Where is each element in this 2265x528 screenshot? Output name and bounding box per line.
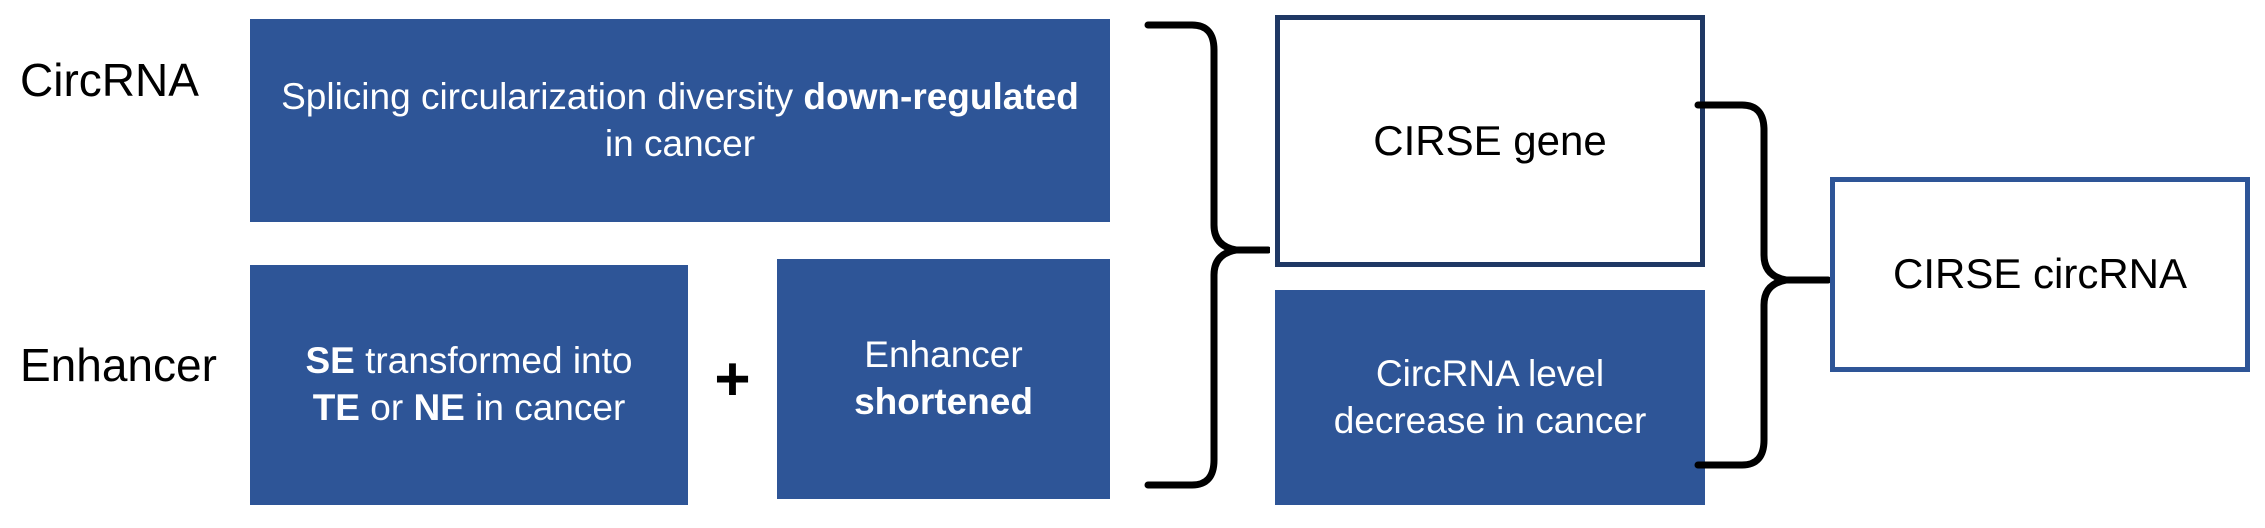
- box-circrna-level-text: CircRNA level decrease in cancer: [1308, 351, 1673, 444]
- right-curly-brace-icon: [1694, 101, 1830, 469]
- se-plain-2: in cancer: [464, 387, 626, 428]
- enh-line2: shortened: [854, 381, 1033, 422]
- box-circrna-level-decrease: CircRNA level decrease in cancer: [1275, 290, 1705, 505]
- box-cirse-gene-text: CIRSE gene: [1373, 116, 1607, 164]
- circlevel-line1: CircRNA level: [1375, 352, 1605, 394]
- box-enhancer-shortened-text: Enhancer shortened: [828, 332, 1059, 425]
- splicing-text-plain-1: Splicing circularization diversity: [281, 75, 804, 117]
- splicing-text-bold-2: regulated: [912, 75, 1079, 117]
- se-bold-se: SE: [305, 340, 355, 382]
- se-bold-te: TE: [312, 387, 360, 428]
- se-plain-1: transformed into: [354, 340, 633, 382]
- se-plain-or: or: [359, 387, 414, 428]
- se-bold-ne: NE: [413, 387, 465, 428]
- circlevel-line2: decrease in cancer: [1333, 399, 1647, 441]
- box-cirse-circrna-text: CIRSE circRNA: [1892, 250, 2188, 298]
- plus-sign-glyph: +: [714, 344, 751, 414]
- box-se-transformed: SE transformed into TE or NE in cancer: [250, 265, 688, 505]
- box-se-text: SE transformed into TE or NE in cancer: [280, 338, 659, 431]
- left-curly-brace-icon: [1144, 21, 1270, 489]
- splicing-text-plain-2: in cancer: [604, 122, 756, 164]
- box-cirse-gene: CIRSE gene: [1275, 15, 1705, 267]
- row-label-enhancer: Enhancer: [20, 339, 217, 391]
- box-enhancer-shortened: Enhancer shortened: [777, 259, 1110, 499]
- enh-line1: Enhancer: [864, 334, 1023, 376]
- plus-operator: +: [688, 259, 777, 499]
- box-splicing-circularization: Splicing circularization diversity down-…: [250, 19, 1110, 222]
- box-splicing-text: Splicing circularization diversity down-…: [250, 74, 1110, 167]
- row-label-circrna: CircRNA: [20, 54, 199, 106]
- box-cirse-circrna: CIRSE circRNA: [1830, 177, 2250, 372]
- splicing-text-bold-1: down-: [803, 75, 913, 117]
